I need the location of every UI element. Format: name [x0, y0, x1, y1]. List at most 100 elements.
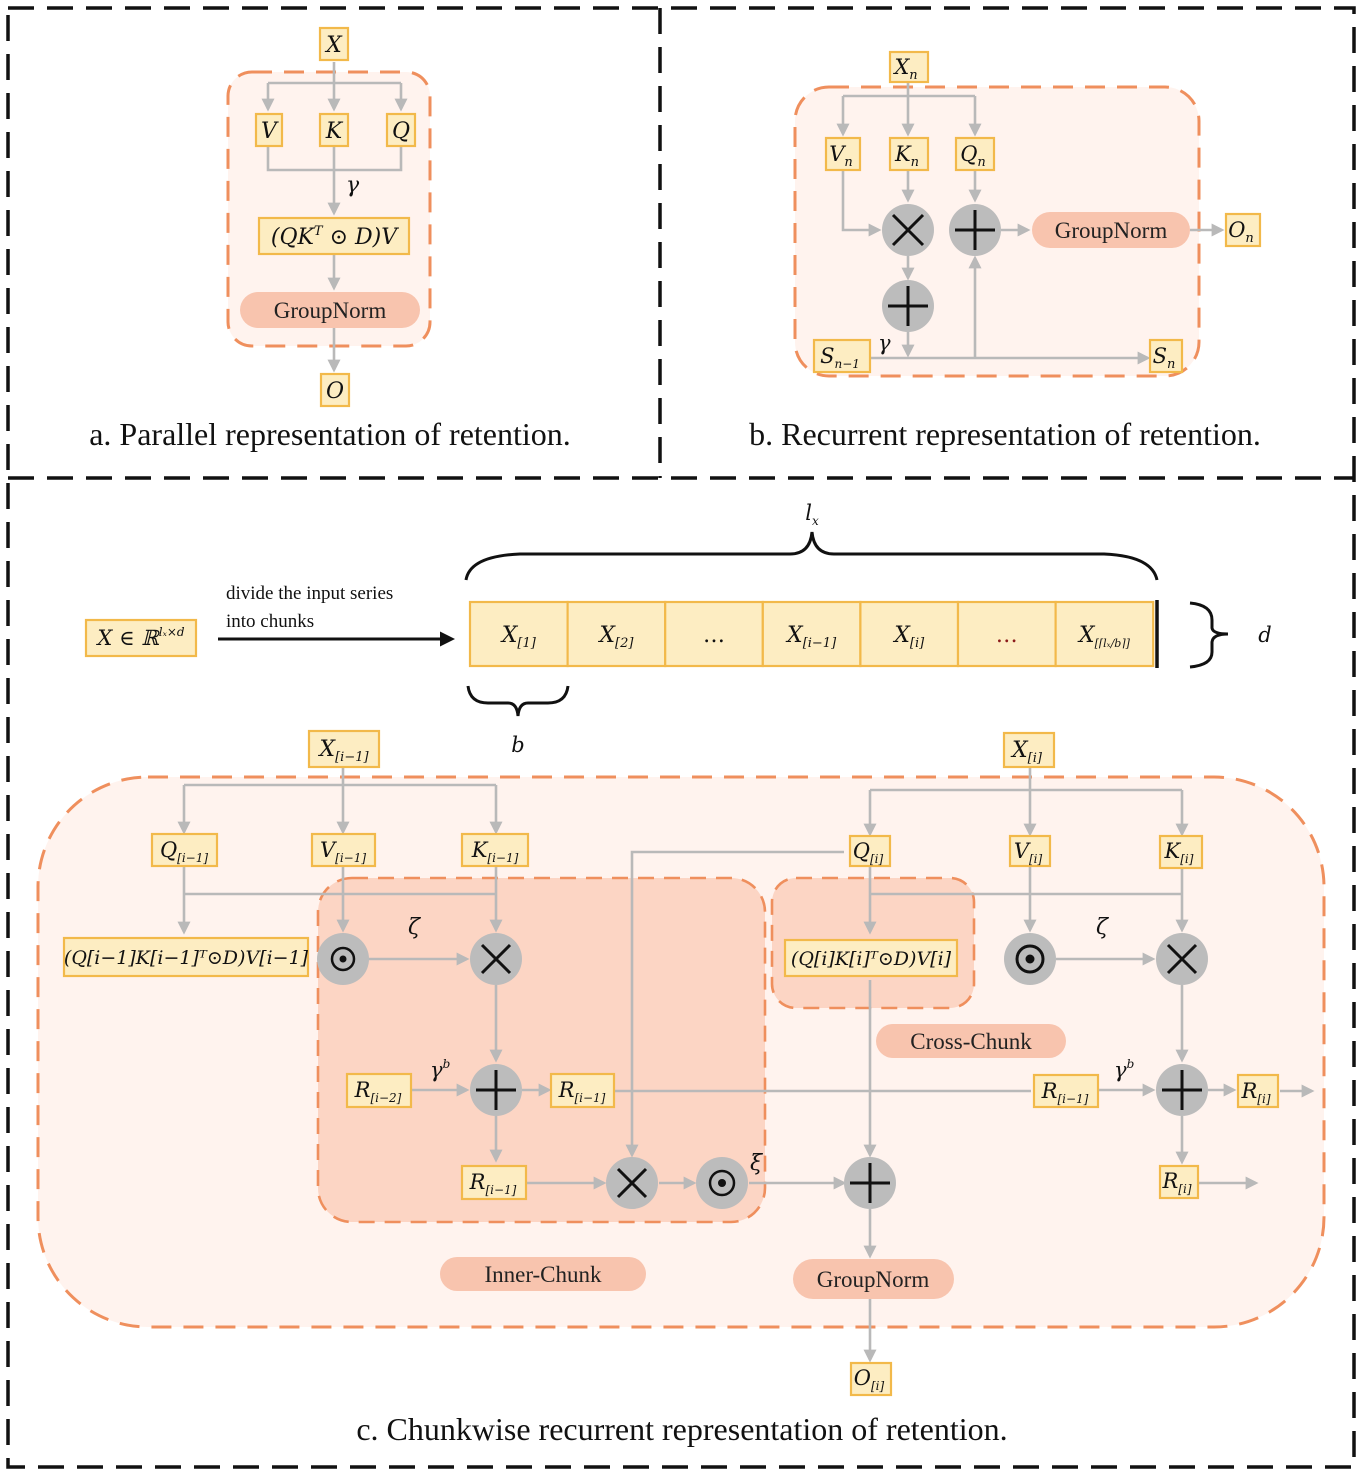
svg-text:K: K — [325, 119, 344, 144]
cross-formula-box: (Q[i]K[i]ᵀ⊙D)V[i] — [783, 938, 959, 978]
panel-c-output-box: O[i] — [849, 1361, 893, 1397]
panel-c-d-brace — [1189, 601, 1229, 669]
svg-text:(Q[i−1]K[i−1]ᵀ⊙D)V[i−1]: (Q[i−1]K[i−1]ᵀ⊙D)V[i−1] — [64, 947, 309, 969]
inner-chunk-region — [316, 876, 767, 1224]
panel-a-v-box: V — [254, 112, 284, 148]
svg-text:R[i]: R[i] — [1161, 1169, 1191, 1196]
panel-c-lx-label: lx — [805, 501, 819, 528]
panel-b-input-xn: Xn — [888, 50, 930, 84]
svg-text:Vn: Vn — [829, 142, 853, 170]
chunk-label: X[⌈lₓ/b⌉] — [1077, 623, 1131, 650]
right-add-icon — [1156, 1064, 1208, 1116]
panel-a-formula-box: (QKT ⊙ D)V — [257, 216, 411, 256]
panel-c-caption: c. Chunkwise recurrent representation of… — [356, 1411, 1007, 1447]
panel-c-b-label: b — [511, 733, 524, 757]
svg-text:Qn: Qn — [960, 142, 986, 170]
panel-a-gamma: γ — [346, 173, 360, 198]
inner-multiply-icon — [606, 1157, 658, 1209]
left-v-box: V[i−1] — [310, 832, 377, 868]
panel-b-add-icon-top — [949, 204, 1001, 256]
svg-text:Xn: Xn — [892, 55, 917, 83]
panel-c-input-label: X ∈ ℝlₓ×d — [84, 618, 198, 658]
svg-text:X: X — [324, 33, 343, 58]
right-r-in-box: R[i−1] — [1032, 1073, 1100, 1109]
right-odot-icon — [1004, 933, 1056, 985]
svg-text:Cross-Chunk: Cross-Chunk — [910, 1029, 1032, 1054]
svg-text:Q[i]: Q[i] — [853, 839, 884, 866]
panel-b-state-next: Sn — [1148, 338, 1184, 374]
panel-b-gamma: γ — [878, 331, 891, 355]
inner-xi: ξ — [750, 1151, 764, 1176]
right-v-box: V[i] — [1008, 834, 1052, 868]
chunk-label: X[i−1] — [785, 623, 837, 651]
left-zeta: ζ — [408, 915, 422, 940]
svg-text:GroupNorm: GroupNorm — [817, 1267, 930, 1292]
svg-text:R[i−2]: R[i−2] — [354, 1078, 402, 1105]
left-k-box: K[i−1] — [460, 832, 530, 868]
chunk-label: X[i] — [892, 623, 925, 651]
panel-c-b-brace — [466, 685, 570, 717]
svg-text:X[i]: X[i] — [1010, 738, 1043, 766]
right-multiply-icon — [1156, 933, 1208, 985]
chunk-cell: X[⌈lₓ/b⌉] — [1054, 600, 1155, 668]
panel-a-groupnorm: GroupNorm — [240, 292, 420, 328]
left-r-down-box: R[i−1] — [460, 1164, 528, 1201]
left-r-prev-box: R[i−2] — [345, 1072, 413, 1109]
right-r-out-box: R[i] — [1236, 1073, 1280, 1109]
right-gamma-b: γb — [1114, 1057, 1134, 1082]
left-q-box: Q[i−1] — [150, 832, 219, 868]
left-multiply-icon — [470, 933, 522, 985]
panel-b-vn-box: Vn — [824, 136, 862, 172]
panel-b-qn-box: Qn — [954, 136, 996, 172]
svg-text:GroupNorm: GroupNorm — [1055, 218, 1168, 243]
chunk-label: X[2] — [597, 623, 634, 651]
panel-b-kn-box: Kn — [888, 136, 930, 172]
chunk-cell: … — [956, 600, 1057, 668]
inner-odot-icon — [696, 1157, 748, 1209]
right-r-down-box: R[i] — [1158, 1164, 1200, 1200]
panel-b-recurrent: Xn Vn Kn Qn GroupNorm — [749, 50, 1262, 452]
final-add-icon — [844, 1157, 896, 1209]
panel-b-groupnorm: GroupNorm — [1032, 212, 1190, 248]
svg-text:O[i]: O[i] — [854, 1366, 885, 1393]
panel-c-groupnorm: GroupNorm — [793, 1259, 954, 1299]
panel-b-add-icon-bottom — [882, 280, 934, 332]
left-gamma-b: γb — [430, 1057, 450, 1082]
panel-a-k-box: K — [318, 112, 350, 148]
svg-text:Sn: Sn — [1153, 344, 1176, 372]
panel-b-state-prev: Sn−1 — [812, 338, 872, 374]
panel-c-chunk-strip: X ∈ ℝlₓ×d divide the input series into c… — [84, 501, 1272, 757]
svg-text:O: O — [326, 379, 344, 404]
panel-c-chunk-row: X[1]X[2]…X[i−1]X[i]…X[⌈lₓ/b⌉] — [468, 600, 1155, 668]
svg-text:(QKT ⊙ D)V: (QKT ⊙ D)V — [271, 224, 399, 250]
panel-c-lx-brace — [464, 531, 1159, 581]
chunk-label: … — [996, 623, 1018, 648]
left-input-x-box: X[i−1] — [307, 729, 381, 769]
svg-text:K[i]: K[i] — [1164, 839, 1194, 866]
svg-text:Q: Q — [392, 119, 410, 144]
svg-text:K[i−1]: K[i−1] — [471, 838, 519, 865]
svg-text:X[i−1]: X[i−1] — [317, 737, 369, 765]
svg-text:Q[i−1]: Q[i−1] — [160, 838, 208, 865]
svg-text:(Q[i]K[i]ᵀ⊙D)V[i]: (Q[i]K[i]ᵀ⊙D)V[i] — [791, 948, 952, 970]
panel-b-multiply-icon — [882, 204, 934, 256]
chunk-cell: X[1] — [468, 600, 569, 668]
panel-a-parallel: X V K Q γ (QKT ⊙ D)V GroupNorm O — [89, 26, 571, 452]
svg-text:R[i−1]: R[i−1] — [558, 1078, 606, 1105]
panel-c-divide-text-2: into chunks — [226, 611, 314, 632]
right-k-box: K[i] — [1158, 834, 1204, 870]
panel-b-caption: b. Recurrent representation of retention… — [749, 416, 1261, 452]
panel-a-output-o: O — [319, 372, 351, 408]
chunk-cell: X[i−1] — [761, 600, 862, 668]
chunk-cell: X[i] — [859, 600, 960, 668]
right-q-box: Q[i] — [848, 834, 892, 868]
svg-text:R[i−1]: R[i−1] — [1041, 1079, 1089, 1106]
svg-text:Sn−1: Sn−1 — [820, 344, 860, 371]
panel-c-divide-text-1: divide the input series — [226, 583, 393, 604]
panel-c-d-label: d — [1258, 623, 1271, 647]
panel-a-input-x: X — [318, 26, 350, 62]
chunk-cell: X[2] — [566, 600, 667, 668]
svg-text:On: On — [1228, 218, 1254, 246]
inner-chunk-label: Inner-Chunk — [440, 1257, 646, 1291]
